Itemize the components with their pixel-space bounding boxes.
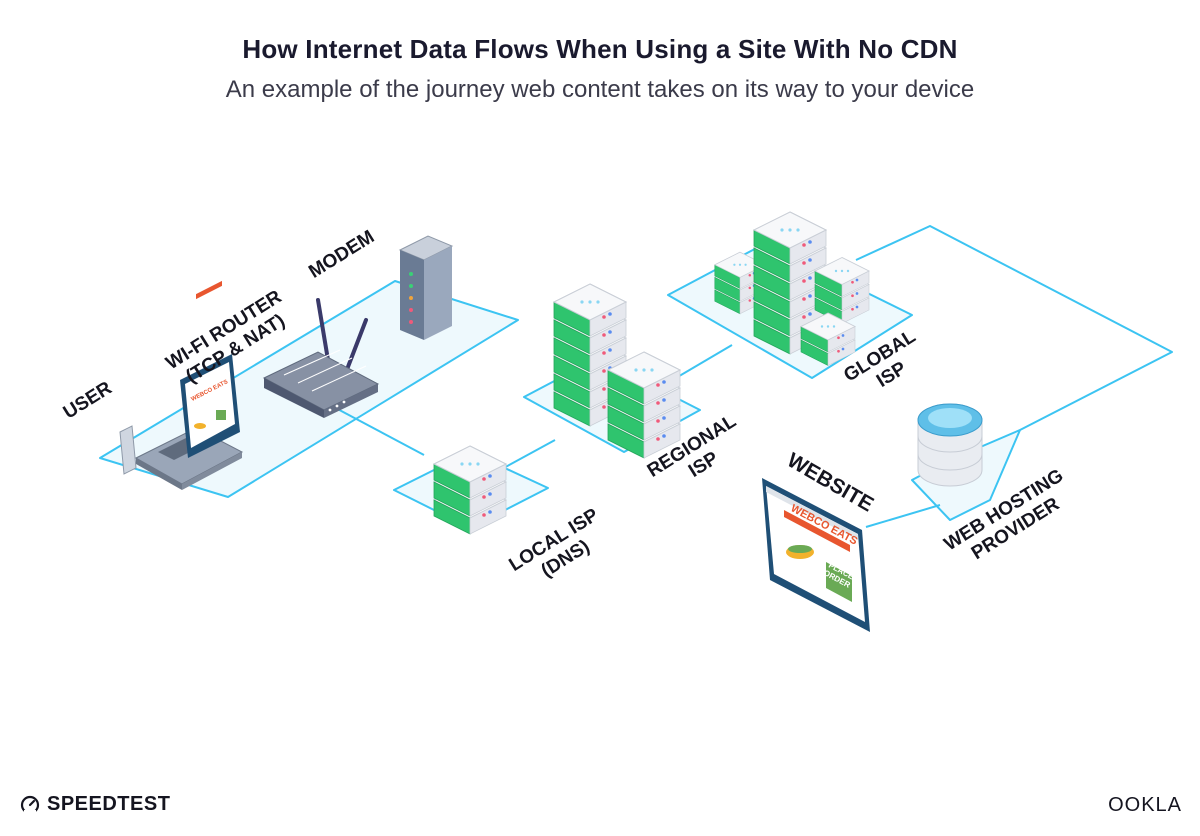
- wifi-router: [262, 298, 380, 418]
- link-global-to-hosting: [855, 225, 1173, 431]
- database-icon: [917, 403, 983, 487]
- speedometer-icon: [20, 795, 40, 815]
- local-isp-servers: [433, 445, 507, 535]
- website-brand-bar: [784, 510, 850, 552]
- link-local-to-regional-isp: [499, 439, 556, 471]
- regional-isp-servers: [553, 283, 681, 459]
- page-title: How Internet Data Flows When Using a Sit…: [242, 34, 958, 64]
- link-router-to-local-isp: [329, 404, 425, 456]
- link-hosting-to-website: [865, 504, 941, 528]
- laptop-screen-content: [194, 280, 226, 429]
- modem: [398, 235, 454, 340]
- page-subtitle: An example of the journey web content ta…: [225, 76, 975, 103]
- user-laptop: [119, 280, 244, 490]
- speedtest-logo: SPEEDTEST: [20, 793, 170, 816]
- website-screen: [762, 478, 870, 632]
- ookla-logo: OOKLA: [1108, 794, 1182, 816]
- speedtest-wordmark: SPEEDTEST: [47, 793, 171, 815]
- global-isp-servers: [714, 211, 870, 366]
- place-order-button[interactable]: [826, 562, 852, 602]
